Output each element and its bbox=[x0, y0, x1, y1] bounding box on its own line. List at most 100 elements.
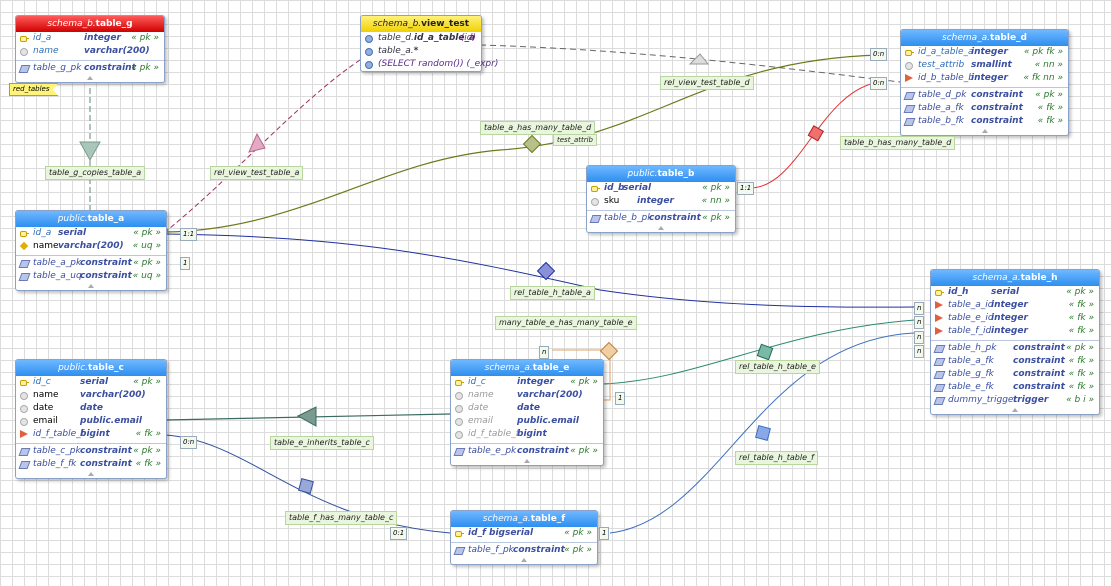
rel-label-table-e-inherits-table-c[interactable]: table_e_inherits_table_c bbox=[270, 436, 374, 450]
cardinality-h-1: n bbox=[914, 302, 925, 315]
column-name: id_f_table_f bbox=[468, 429, 519, 439]
rel-diamond-table-f-table-c bbox=[298, 478, 314, 494]
column-icon bbox=[455, 431, 463, 439]
rel-label-rel-view-test-table-a[interactable]: rel_view_test_table_a bbox=[210, 166, 304, 180]
view-row[interactable]: table_a.* bbox=[361, 45, 481, 58]
collapse-toggle[interactable] bbox=[587, 225, 735, 232]
column-name: table_g_pk bbox=[33, 63, 82, 73]
column-icon bbox=[20, 405, 28, 413]
foreign-key-icon bbox=[905, 74, 913, 82]
rel-label-rel-table-h-table-f[interactable]: rel_table_h_table_f bbox=[735, 451, 818, 465]
collapse-toggle[interactable] bbox=[451, 557, 597, 564]
primary-key-icon bbox=[455, 530, 464, 537]
column-modifier: « pk » bbox=[1035, 90, 1063, 100]
column-modifier: « fk » bbox=[1068, 356, 1094, 366]
rel-label-table-f-has-many-table-c[interactable]: table_f_has_many_table_c bbox=[285, 511, 398, 525]
column-type: integer bbox=[84, 33, 121, 43]
column-type: varchar(200) bbox=[80, 390, 146, 400]
view-row[interactable]: table_d.id_a_table_a(id) bbox=[361, 32, 481, 45]
rel-label-table-a-has-many-table-d[interactable]: table_a_has_many_table_d bbox=[480, 121, 596, 135]
rel-label-rel-table-h-table-a[interactable]: rel_table_h_table_a bbox=[510, 286, 595, 300]
collapse-toggle[interactable] bbox=[931, 407, 1099, 414]
column-type: bigint bbox=[80, 429, 110, 439]
column-modifier: « pk » bbox=[133, 228, 161, 238]
ref-alias: (id) bbox=[460, 33, 476, 43]
column-type: serial bbox=[58, 228, 87, 238]
collapse-toggle[interactable] bbox=[16, 75, 164, 82]
view-test[interactable]: schema_b.view_test table_d.id_a_table_a(… bbox=[360, 15, 498, 72]
constraint-icon bbox=[933, 371, 946, 379]
trigger-icon bbox=[933, 397, 946, 405]
table-header: schema_a.table_h bbox=[931, 270, 1099, 286]
collapse-toggle[interactable] bbox=[16, 471, 166, 478]
table-name: view_test bbox=[421, 19, 470, 29]
collapse-toggle[interactable] bbox=[901, 128, 1068, 135]
rel-label-rel-view-test-table-d[interactable]: rel_view_test_table_d bbox=[660, 76, 754, 90]
table-name: table_f bbox=[530, 514, 566, 524]
view-row[interactable]: (SELECT random()) (_expr) bbox=[361, 58, 498, 71]
rel-label-many-table-e-has-many-table-e[interactable]: many_table_e_has_many_table_e bbox=[495, 316, 637, 330]
column-name: id_b_table_b bbox=[918, 73, 974, 83]
column-icon bbox=[20, 392, 28, 400]
cardinality-c-f: 0:n bbox=[180, 436, 198, 449]
column-type: bigserial bbox=[489, 528, 534, 538]
rel-label-table-b-has-many-table-d[interactable]: table_b_has_many_table_d bbox=[840, 136, 956, 150]
column-type: constraint bbox=[80, 446, 132, 456]
rel-label-table-g-copies-table-a[interactable]: table_g_copies_table_a bbox=[45, 166, 146, 180]
collapse-toggle[interactable] bbox=[451, 458, 603, 465]
collapse-toggle[interactable] bbox=[16, 283, 166, 290]
column-icon bbox=[20, 418, 28, 426]
column-type: date bbox=[80, 403, 103, 413]
rel-label-rel-table-h-table-e[interactable]: rel_table_h_table_e bbox=[735, 360, 820, 374]
column-name: table_e_fk bbox=[948, 382, 994, 392]
